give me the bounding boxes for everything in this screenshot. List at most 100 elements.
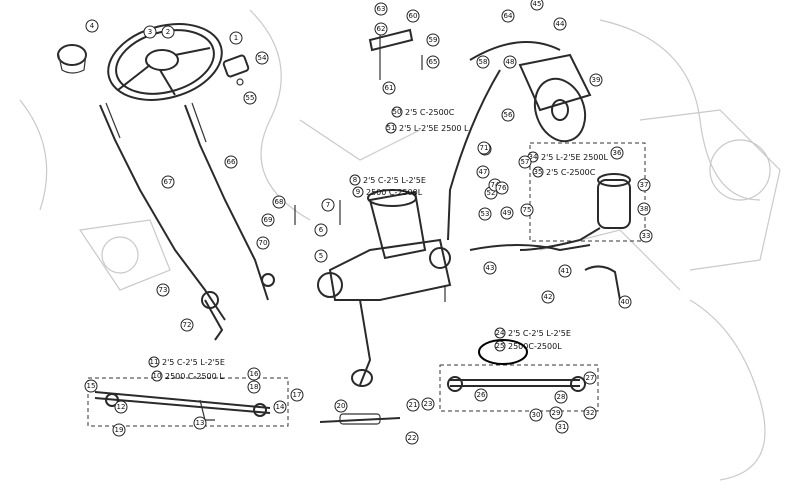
callout-number: 62 [377,25,386,33]
part-callout: 2 [161,25,175,39]
part-callout: 59 [426,33,440,47]
callout-number: 58 [479,58,488,66]
callout-number: 76 [498,184,507,192]
part-callout: 17 [290,388,304,402]
callout-number: 57 [521,158,530,166]
callout-bubble [501,9,515,23]
callout-number: 68 [275,198,284,206]
callout-number: 42 [544,293,553,301]
callout-bubble [426,55,440,69]
part-callout: 32 [583,406,597,420]
part-callout: 1 [229,31,243,45]
callout-number: 67 [164,178,173,186]
callout-bubble [273,400,287,414]
callout-bubble [255,51,269,65]
callout-number: 31 [558,423,567,431]
horn-button-part [57,44,87,74]
note-text: 2500 C-2500L [366,188,423,197]
part-callout: 68 [272,195,286,209]
part-callout: 45 [530,0,544,11]
part-callout: 33 [639,229,653,243]
return-hose [469,244,591,252]
callout-bubble [143,25,157,39]
part-callout: 71 [477,141,491,155]
callout-bubble [610,146,624,160]
callout-bubble [405,431,419,445]
callout-number: 70 [259,239,268,247]
callout-number: 41 [561,267,570,275]
callout-number: 7 [326,201,330,209]
callout-bubble [583,371,597,385]
part-callout: 14 [273,400,287,414]
callout-bubble [618,295,632,309]
callout-bubble [229,31,243,45]
part-callout: 44 [553,17,567,31]
callout-bubble [247,367,261,381]
note-text: 2'5 C-2'5 L-2'5E [162,358,225,367]
callout-number: 28 [557,393,566,401]
callout-number: 2 [166,28,170,36]
callout-bubble [530,0,544,11]
note-ref: 34 [529,153,538,161]
callout-number: 49 [503,209,512,217]
callout-number: 3 [148,28,152,36]
callout-number: 1 [234,34,238,42]
part-callout: 43 [483,261,497,275]
callout-bubble [549,406,563,420]
part-callout: 37 [637,178,651,192]
part-callout: 55 [243,91,257,105]
note-ref: 9 [356,188,360,196]
callout-bubble [224,155,238,169]
part-callout: 48 [503,55,517,69]
callout-bubble [334,399,348,413]
part-callout: 20 [334,399,348,413]
part-callout: 75 [520,203,534,217]
callout-number: 55 [246,94,255,102]
callout-bubble [583,406,597,420]
note-ref: 25 [496,342,505,350]
callout-bubble [374,22,388,36]
callout-number: 5 [319,252,323,260]
callout-bubble [161,25,175,39]
tie-rod-right [439,364,599,412]
callout-bubble [541,290,555,304]
tie-rod-left [87,377,289,427]
callout-bubble [156,283,170,297]
part-callout: 65 [426,55,440,69]
note-text: 2500 C-2500 L [165,372,224,381]
note-ref: 11 [150,358,159,366]
callout-bubble [290,388,304,402]
callout-number: 29 [552,409,561,417]
part-callout: 73 [156,283,170,297]
callout-bubble [421,397,435,411]
callout-number: 17 [293,391,302,399]
callout-number: 40 [621,298,630,306]
callout-number: 26 [477,391,486,399]
note-ref: 10 [153,372,162,380]
callout-number: 73 [159,286,168,294]
callout-bubble [529,408,543,422]
callout-bubble [180,318,194,332]
callout-number: 30 [532,411,541,419]
part-callout: 28 [554,390,568,404]
callout-number: 54 [258,54,267,62]
part-callout: 57 [518,155,532,169]
callout-number: 13 [196,419,205,427]
part-callout: 56 [501,108,515,122]
callout-number: 56 [504,111,513,119]
callout-number: 19 [115,426,124,434]
callout-bubble [161,175,175,189]
callout-bubble [474,388,488,402]
part-callout: 40 [618,295,632,309]
part-callout: 3 [143,25,157,39]
callout-bubble [243,91,257,105]
drag-link [319,413,401,425]
callout-number: 66 [227,158,236,166]
part-callout: 72 [180,318,194,332]
part-callout: 30 [529,408,543,422]
part-callout: 15 [84,379,98,393]
callout-number: 47 [479,168,488,176]
callout-number: 72 [183,321,192,329]
callout-number: 36 [613,149,622,157]
